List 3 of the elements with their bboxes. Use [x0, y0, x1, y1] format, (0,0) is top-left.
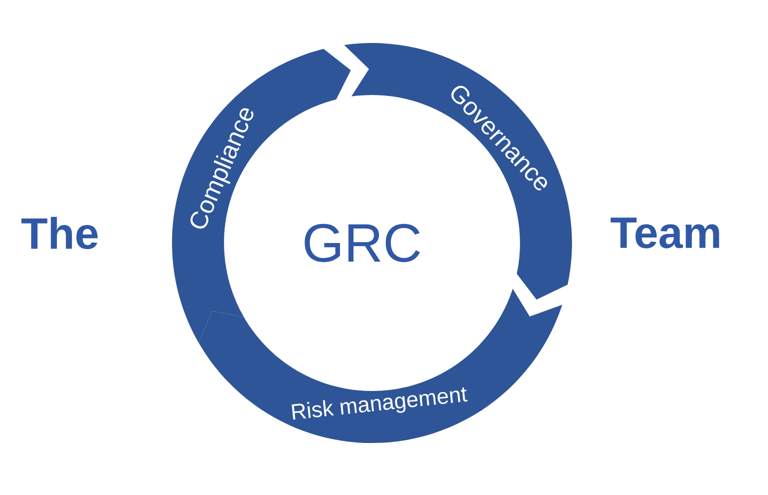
title-word: Team [610, 218, 720, 248]
ring-segment: Risk management [198, 288, 562, 443]
title-word: The [21, 216, 98, 250]
